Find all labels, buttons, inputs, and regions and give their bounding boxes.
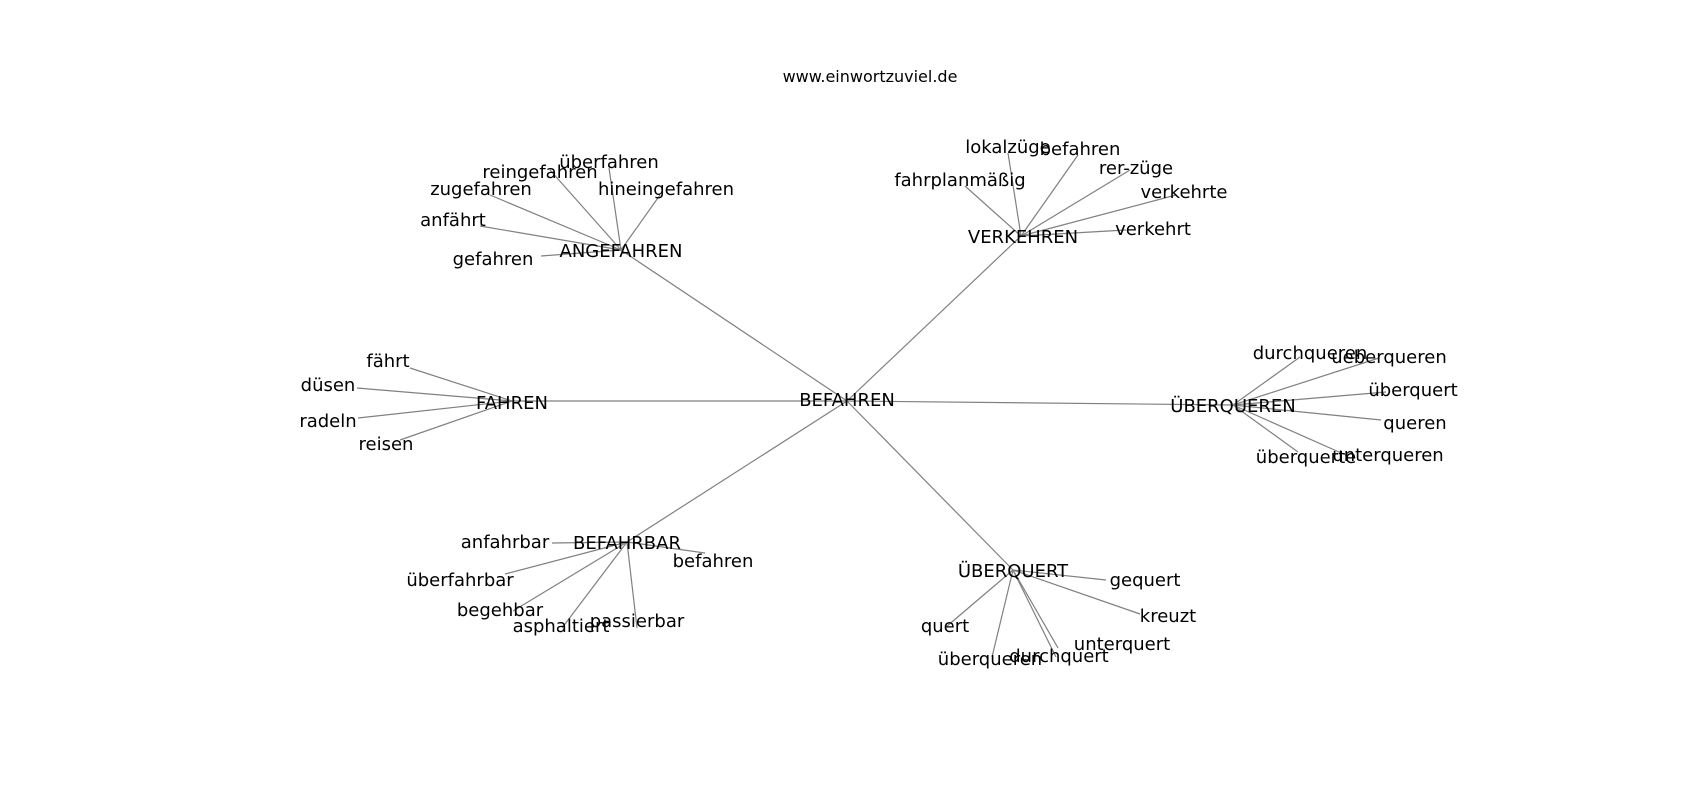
edge-hub-to-leaf xyxy=(626,541,638,629)
edge-hub-to-leaf xyxy=(1232,404,1299,453)
node-hub-label: ÜBERQUEREN xyxy=(1170,395,1295,417)
edge-hub-to-leaf xyxy=(409,367,513,402)
edge-hub-to-leaf xyxy=(504,541,628,575)
node-hub-label: FAHREN xyxy=(476,393,548,414)
edge-root-to-hub xyxy=(846,400,1234,406)
edge-hub-to-leaf xyxy=(551,541,628,544)
node-leaf-label: hineingefahren xyxy=(598,179,734,200)
node-leaf-label: kreuzt xyxy=(1140,606,1196,627)
edge-root-to-hub xyxy=(626,400,848,543)
node-root-label: BEFAHREN xyxy=(799,390,895,411)
edge-root-to-hub xyxy=(620,249,848,402)
edge-hub-to-leaf xyxy=(1007,152,1022,237)
node-leaf-label: durchquert xyxy=(1009,646,1109,667)
node-leaf-label: fährt xyxy=(366,351,409,372)
edge-hub-to-leaf xyxy=(1232,391,1387,406)
edge-hub-to-leaf xyxy=(1020,194,1177,237)
edge-hub-to-leaf xyxy=(1012,569,1059,649)
edge-hub-to-leaf xyxy=(1232,357,1380,406)
node-leaf-label: unterqueren xyxy=(1332,445,1443,466)
node-leaf-label: gequert xyxy=(1110,570,1181,591)
edge-hub-to-leaf xyxy=(1020,229,1127,237)
node-leaf-label: durchqueren xyxy=(1253,343,1368,364)
edge-hub-to-leaf xyxy=(1012,569,1141,615)
edge-hub-to-leaf xyxy=(945,569,1014,628)
node-leaf-label: befahren xyxy=(1040,139,1121,160)
node-leaf-label: lokalzüge xyxy=(965,137,1051,158)
edge-hub-to-leaf xyxy=(1232,404,1349,457)
edge-hub-to-leaf xyxy=(608,167,622,251)
edge-hub-to-leaf xyxy=(479,225,622,251)
node-leaf-label: ueberqueren xyxy=(1331,347,1446,368)
edge-hub-to-leaf xyxy=(561,541,628,629)
node-leaf-label: anfährt xyxy=(420,210,486,231)
node-leaf-label: düsen xyxy=(301,375,356,396)
edge-root-to-hub xyxy=(846,400,1014,571)
node-leaf-label: gefahren xyxy=(453,249,534,270)
node-leaf-label: queren xyxy=(1383,413,1446,434)
graph-title: www.einwortzuviel.de xyxy=(783,67,958,86)
edge-hub-to-leaf xyxy=(357,400,513,419)
edge-hub-to-leaf xyxy=(512,541,628,612)
edge-hub-to-leaf xyxy=(399,400,513,441)
edge-root-to-hub xyxy=(846,235,1022,402)
graph-nodes: BEFAHREN ANGEFAHREN überfahrenreingefahren… xyxy=(299,137,1457,670)
graph-edges xyxy=(356,152,1387,658)
node-hub-label: BEFAHRBAR xyxy=(573,533,681,554)
node-hub-label: VERKEHREN xyxy=(968,227,1078,248)
edge-hub-to-leaf xyxy=(1020,169,1131,237)
node-leaf-label: anfahrbar xyxy=(461,532,550,553)
node-leaf-label: überquerte xyxy=(1256,447,1356,468)
edge-hub-to-leaf xyxy=(991,569,1014,658)
node-leaf-label: reisen xyxy=(359,434,414,455)
node-leaf-label: radeln xyxy=(299,411,356,432)
edge-hub-to-leaf xyxy=(620,194,661,251)
node-leaf-label: befahren xyxy=(673,551,754,572)
edge-hub-to-leaf xyxy=(1232,356,1301,406)
edge-hub-to-leaf xyxy=(964,185,1022,237)
edge-hub-to-leaf xyxy=(549,169,622,251)
node-leaf-label: rer-züge xyxy=(1099,158,1173,179)
node-leaf-label: zugefahren xyxy=(430,179,532,200)
node-leaf-label: asphaltiert xyxy=(513,616,610,637)
node-leaf-label: unterquert xyxy=(1074,634,1170,655)
node-hub-label: ANGEFAHREN xyxy=(560,241,683,262)
node-leaf-label: verkehrt xyxy=(1115,219,1191,240)
node-leaf-label: passierbar xyxy=(590,611,685,632)
node-leaf-label: überfahrbar xyxy=(406,570,514,591)
node-leaf-label: überquert xyxy=(1368,380,1457,401)
edge-hub-to-leaf xyxy=(1012,569,1107,581)
edge-hub-to-leaf xyxy=(489,194,622,251)
node-leaf-label: fahrplanmäßig xyxy=(894,170,1025,191)
node-hub-label: ÜBERQUERT xyxy=(958,560,1069,582)
node-leaf-label: begehbar xyxy=(457,600,544,621)
edge-hub-to-leaf xyxy=(626,541,706,554)
edge-hub-to-leaf xyxy=(540,249,622,257)
node-leaf-label: quert xyxy=(921,616,969,637)
node-leaf-label: verkehrte xyxy=(1141,182,1228,203)
edge-hub-to-leaf xyxy=(1020,154,1079,237)
edge-hub-to-leaf xyxy=(1012,569,1057,658)
node-leaf-label: reingefahren xyxy=(482,162,597,183)
edge-hub-to-leaf xyxy=(1232,404,1382,421)
edge-hub-to-leaf xyxy=(356,387,513,402)
node-leaf-label: überfahren xyxy=(559,152,659,173)
node-leaf-label: überqueren xyxy=(938,649,1042,670)
